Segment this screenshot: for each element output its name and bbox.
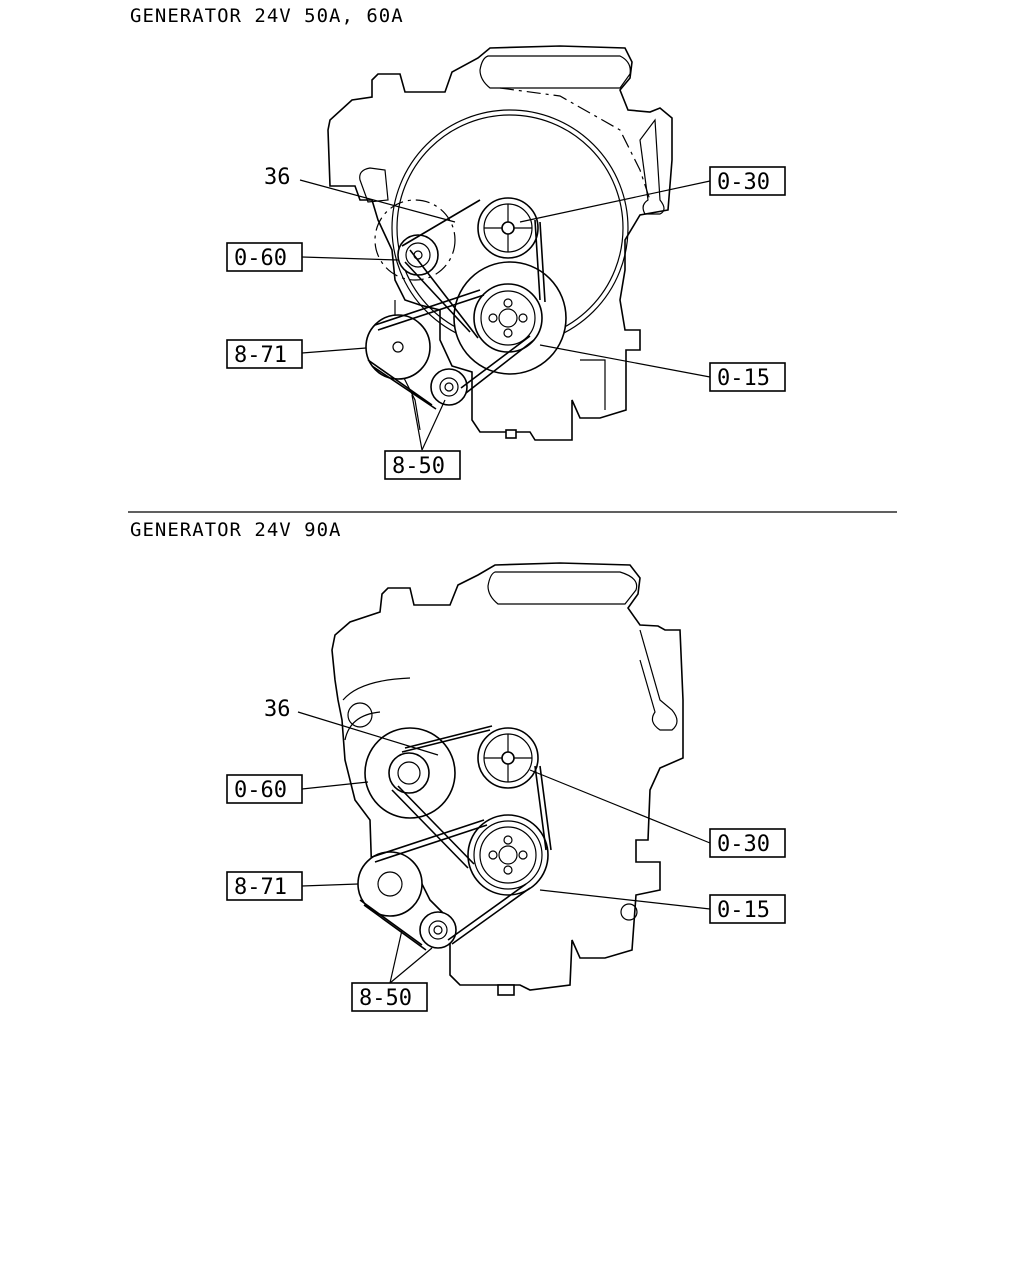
leader-8-71 [301, 347, 367, 354]
engine-curve [342, 677, 411, 701]
crank-bolt [518, 850, 528, 860]
callout-text: 8-71 [234, 343, 287, 368]
centerline-1 [499, 87, 651, 201]
leader-0-60 [301, 256, 399, 261]
leader-8-71 [301, 883, 359, 887]
callout-0-15: 0-15 [709, 894, 786, 924]
idler-pulley-ring [439, 377, 459, 397]
leader-0-15 [539, 889, 711, 910]
callout-box [709, 828, 786, 858]
generator-body [374, 199, 456, 281]
callout-8-50: 8-50 [351, 982, 428, 1012]
engine-pipe [639, 629, 678, 731]
crank-pulley-ring [473, 820, 543, 890]
callout-text: 8-71 [234, 875, 287, 900]
crank-bolt [503, 298, 513, 308]
callout-text: 0-15 [717, 366, 770, 391]
crank-pulley-hub [498, 308, 518, 328]
callout-box [226, 339, 303, 369]
engine-drain-plug [497, 984, 515, 996]
leader-0-15 [539, 344, 711, 378]
callout-8-50: 8-50 [384, 450, 461, 480]
crank-bolt [503, 835, 513, 845]
generator-pulley [388, 752, 430, 794]
engine-top-cover [487, 571, 638, 605]
section-title-2: GENERATOR 24V 90A [130, 519, 341, 541]
generator-pulley-ring [405, 242, 431, 268]
crank-bolt [503, 328, 513, 338]
idler-pulley-hub [444, 382, 454, 392]
callout-text: 8-50 [392, 454, 445, 479]
callout-0-15: 0-15 [709, 362, 786, 392]
callout-text: 8-50 [359, 986, 412, 1011]
callout-box [351, 982, 428, 1012]
engine-pipe [639, 118, 665, 215]
engine-top-cover [479, 55, 631, 89]
crank-bolt [503, 865, 513, 875]
callout-text: 0-30 [717, 170, 770, 195]
callout-8-71: 8-71 [226, 871, 303, 901]
callout-box [709, 166, 786, 196]
callout-box [226, 871, 303, 901]
leader-8-50 [389, 929, 403, 984]
crank-bolt [488, 313, 498, 323]
generator-pulley-ring [397, 761, 421, 785]
leader-8-50 [411, 394, 423, 451]
leader-0-30 [519, 180, 711, 223]
engine-drawing-2 [297, 562, 711, 996]
callout-text: 0-30 [717, 832, 770, 857]
leader-8-50 [421, 399, 446, 451]
engine-lower-detail [580, 359, 606, 410]
callout-0-60: 0-60 [226, 242, 303, 272]
crank-bolt [518, 313, 528, 323]
part-label-36: 36 [264, 165, 291, 190]
callout-box [709, 894, 786, 924]
engine-boss [347, 702, 373, 728]
idler-pulley [419, 911, 457, 949]
callout-box [226, 774, 303, 804]
engine-curve [344, 711, 381, 741]
compressor-belt [359, 819, 531, 951]
engine-bolt-detail [620, 903, 638, 921]
section-title-1: GENERATOR 24V 50A, 60A [130, 5, 404, 27]
leader-0-60 [301, 781, 369, 790]
callout-text: 0-15 [717, 898, 770, 923]
crank-pulley-hub [498, 845, 518, 865]
generator-pulley [397, 234, 439, 276]
engine-block-outline [327, 45, 673, 441]
callout-box [709, 362, 786, 392]
part-label-36: 36 [264, 697, 291, 722]
crank-bolt [488, 850, 498, 860]
compressor-belt [367, 289, 535, 410]
idler-pulley-ring [428, 920, 448, 940]
engine-drain-plug [505, 429, 517, 439]
idler-pulley [430, 368, 468, 406]
compressor-pulley [365, 314, 431, 380]
water-pump-hub [501, 751, 515, 765]
leader-36 [299, 179, 456, 223]
compressor-pulley-hub [377, 871, 403, 897]
leader-36 [297, 711, 439, 756]
callout-8-71: 8-71 [226, 339, 303, 369]
callout-box [226, 242, 303, 272]
water-pump-hub [501, 221, 515, 235]
callout-0-30: 0-30 [709, 828, 786, 858]
leader-0-30 [529, 769, 711, 844]
crank-pulley-ring [479, 826, 537, 884]
engine-drawing-1 [299, 45, 711, 451]
callout-box [384, 450, 461, 480]
callout-0-60: 0-60 [226, 774, 303, 804]
compressor-pulley-hub [392, 341, 404, 353]
leader-8-50 [389, 947, 433, 984]
callout-text: 0-60 [234, 246, 287, 271]
callout-text: 0-60 [234, 778, 287, 803]
engine-boss [359, 167, 389, 203]
fan-belt [391, 725, 552, 869]
idler-pulley-hub [433, 925, 443, 935]
callout-0-30: 0-30 [709, 166, 786, 196]
fan-belt [401, 199, 546, 339]
crank-pulley-ring [480, 290, 536, 346]
